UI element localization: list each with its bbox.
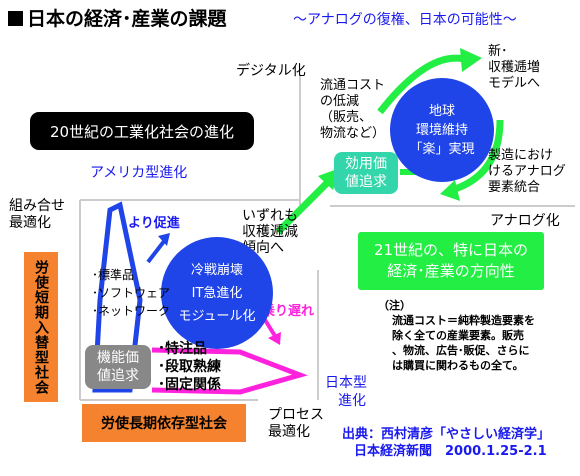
ryutsu-line-3: （販売、 — [320, 110, 373, 125]
circle-big-line-2: 環境維持 — [415, 122, 468, 138]
twentyfirst-line-1: 21世紀の、特に日本の — [373, 241, 529, 259]
source-block: 出典：西村清彦「やさしい経済学」 日本経済新聞 2000.1.25-2.1 — [342, 426, 550, 460]
note-line: 流通コスト＝純粋製造要素を — [392, 314, 535, 327]
page-title: 日本の経済･産業の課題 — [8, 4, 227, 31]
analog-label: アナログ化 — [490, 213, 560, 229]
twentyfirst-century-box: 21世紀の、特に日本の 経済･産業の方向性 — [358, 232, 544, 290]
green-up-arrow — [275, 177, 333, 235]
kouyou-line-1: 効用価 — [345, 156, 387, 172]
note-line: は購買に関わるもの全て。 — [392, 359, 524, 372]
japan-item: ･固定関係 — [158, 377, 221, 393]
roushi-chouki-text: 労使長期依存型社会 — [101, 416, 227, 432]
japan-item: ･特注品 — [158, 341, 207, 357]
ryutsu-line-1: 流通コスト — [320, 78, 386, 93]
kinou-line-1: 機能価 — [97, 350, 139, 366]
seizou-line-1: 製造におけ — [488, 148, 554, 163]
digital-label: デジタル化 — [236, 63, 306, 79]
america-loop-shape — [92, 201, 143, 393]
process-label-1: プロセス — [268, 407, 324, 423]
nori-okure-label: 乗り遅れ — [262, 304, 315, 319]
yori-sokushin-arrow — [146, 238, 167, 264]
green-arc-right — [450, 119, 504, 194]
circle-small-line-3: モジュール化 — [178, 308, 256, 324]
kumiawase-label-1: 組み合せ — [9, 198, 65, 214]
page-title-text: 日本の経済･産業の課題 — [27, 8, 227, 30]
japan-label-1: 日本型 — [325, 375, 367, 391]
yori-sokushin-label: より促進 — [128, 216, 180, 231]
circle-big-line-1: 地球 — [428, 103, 455, 119]
shin-line-2: 収穫逓増 — [488, 60, 541, 75]
kinou-box: 機能価 値追求 — [85, 345, 151, 389]
roushi-tanki-text: 労使短期入替型社会 — [33, 259, 49, 395]
america-items: ･標準品 ･ソフトウェア ･ネットワーク — [92, 266, 170, 320]
circle-big-line-3: 「楽」実現 — [409, 141, 475, 157]
page-subtitle: 〜アナログの復権、日本の可能性〜 — [293, 12, 517, 28]
america-item: ･標準品 — [92, 268, 135, 282]
circle-small-line-1: 冷戦崩壊 — [190, 262, 243, 278]
roushi-tanki-box: 労使短期入替型社会 — [24, 252, 58, 402]
circle-small-line-2: IT急進化 — [191, 285, 243, 301]
roushi-chouki-box: 労使長期依存型社会 — [82, 404, 246, 442]
kinou-line-2: 値追求 — [97, 368, 139, 384]
shin-text: 新･ 収穫逓増 モデルへ — [488, 44, 540, 92]
ryutsu-line-2: の低減 — [320, 94, 360, 109]
america-label: アメリカ型進化 — [90, 165, 188, 181]
japan-items: ･特注品 ･段取熟練 ･固定関係 — [158, 340, 221, 394]
ryutsu-line-4: 物流など） — [320, 126, 386, 141]
twentieth-century-box: 20世紀の工業化社会の進化 — [30, 112, 254, 150]
source-line-2: 日本経済新聞 2000.1.25-2.1 — [354, 444, 547, 459]
japan-label-2: 進化 — [338, 393, 366, 409]
japan-item: ･段取熟練 — [158, 359, 221, 375]
america-item: ･ソフトウェア — [92, 286, 171, 300]
source-line-1: 出典：西村清彦「やさしい経済学」 — [342, 427, 551, 442]
process-label-2: 最適化 — [268, 424, 310, 440]
title-square-icon — [8, 11, 23, 26]
kouyou-line-2: 値追求 — [345, 174, 387, 190]
izuremo-line-2: 収穫逓減 — [242, 224, 298, 240]
note-head: （注） — [378, 299, 411, 312]
shin-line-1: 新･ — [488, 44, 508, 59]
note-line: 、物流、広告･販促、さらに — [392, 344, 530, 357]
note-block: （注） 流通コスト＝純粋製造要素を 除く全ての産業要素。販売 、物流、広告･販促… — [378, 298, 535, 373]
seizou-line-3: 要素統合 — [488, 180, 541, 195]
cold-war-circle: 冷戦崩壊 IT急進化 モジュール化 — [161, 237, 273, 349]
izuremo-line-1: いずれも — [242, 208, 298, 224]
note-line: 除く全ての産業要素。販売 — [392, 329, 524, 342]
green-arc-top — [377, 54, 470, 115]
ryutsu-text: 流通コスト の低減 （販売、 物流など） — [320, 78, 385, 142]
kumiawase-label-2: 最適化 — [9, 215, 51, 231]
twentyfirst-line-2: 経済･産業の方向性 — [387, 262, 515, 280]
seizou-text: 製造におけ けるアナログ 要素統合 — [488, 148, 566, 196]
twentieth-century-text: 20世紀の工業化社会の進化 — [49, 122, 235, 141]
kouyou-box: 効用価 値追求 — [334, 152, 398, 194]
shin-line-3: モデルへ — [488, 76, 541, 91]
izuremo-text: いずれも 収穫逓減 傾向へ — [242, 208, 298, 256]
america-item: ･ネットワーク — [92, 304, 171, 318]
seizou-line-2: けるアナログ — [488, 164, 566, 179]
earth-environment-circle: 地球 環境維持 「楽」実現 — [390, 78, 494, 182]
japan-loop-shape — [151, 347, 308, 395]
